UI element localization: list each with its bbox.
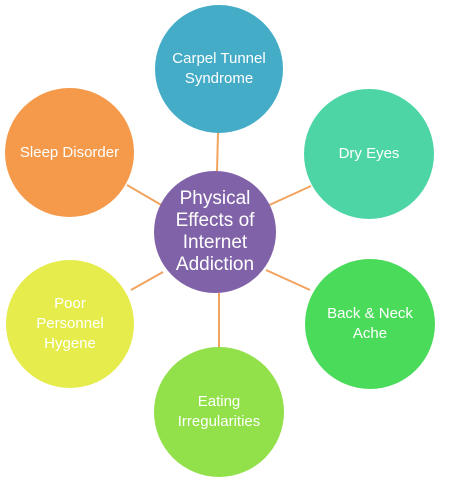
node-eating-irregularities: Eating Irregularities [154, 347, 284, 477]
central-node: Physical Effects of Internet Addiction [154, 171, 276, 293]
node-sleep-disorder: Sleep Disorder [5, 88, 134, 217]
connector-lower-right [265, 269, 311, 291]
node-sleep-disorder-label: Sleep Disorder [19, 143, 120, 161]
node-poor-personnel-hygene: Poor Personnel Hygene [6, 260, 134, 388]
node-back-neck-ache: Back & Neck Ache [305, 259, 435, 389]
connector-top [216, 132, 219, 173]
node-carpel-tunnel: Carpel Tunnel Syndrome [155, 5, 283, 133]
central-node-label: Physical Effects of Internet Addiction [175, 188, 255, 275]
node-carpel-tunnel-label: Carpel Tunnel Syndrome [172, 50, 266, 87]
node-back-neck-ache-label: Back & Neck Ache [327, 305, 413, 342]
connector-lower-left [130, 271, 164, 291]
node-poor-personnel-hygene-label: Poor Personnel Hygene [36, 295, 104, 352]
connector-upper-left [126, 184, 164, 207]
node-eating-irregularities-label: Eating Irregularities [177, 393, 261, 430]
node-dry-eyes: Dry Eyes [304, 89, 434, 219]
node-dry-eyes-label: Dry Eyes [338, 145, 400, 162]
connector-upper-right [264, 185, 312, 208]
